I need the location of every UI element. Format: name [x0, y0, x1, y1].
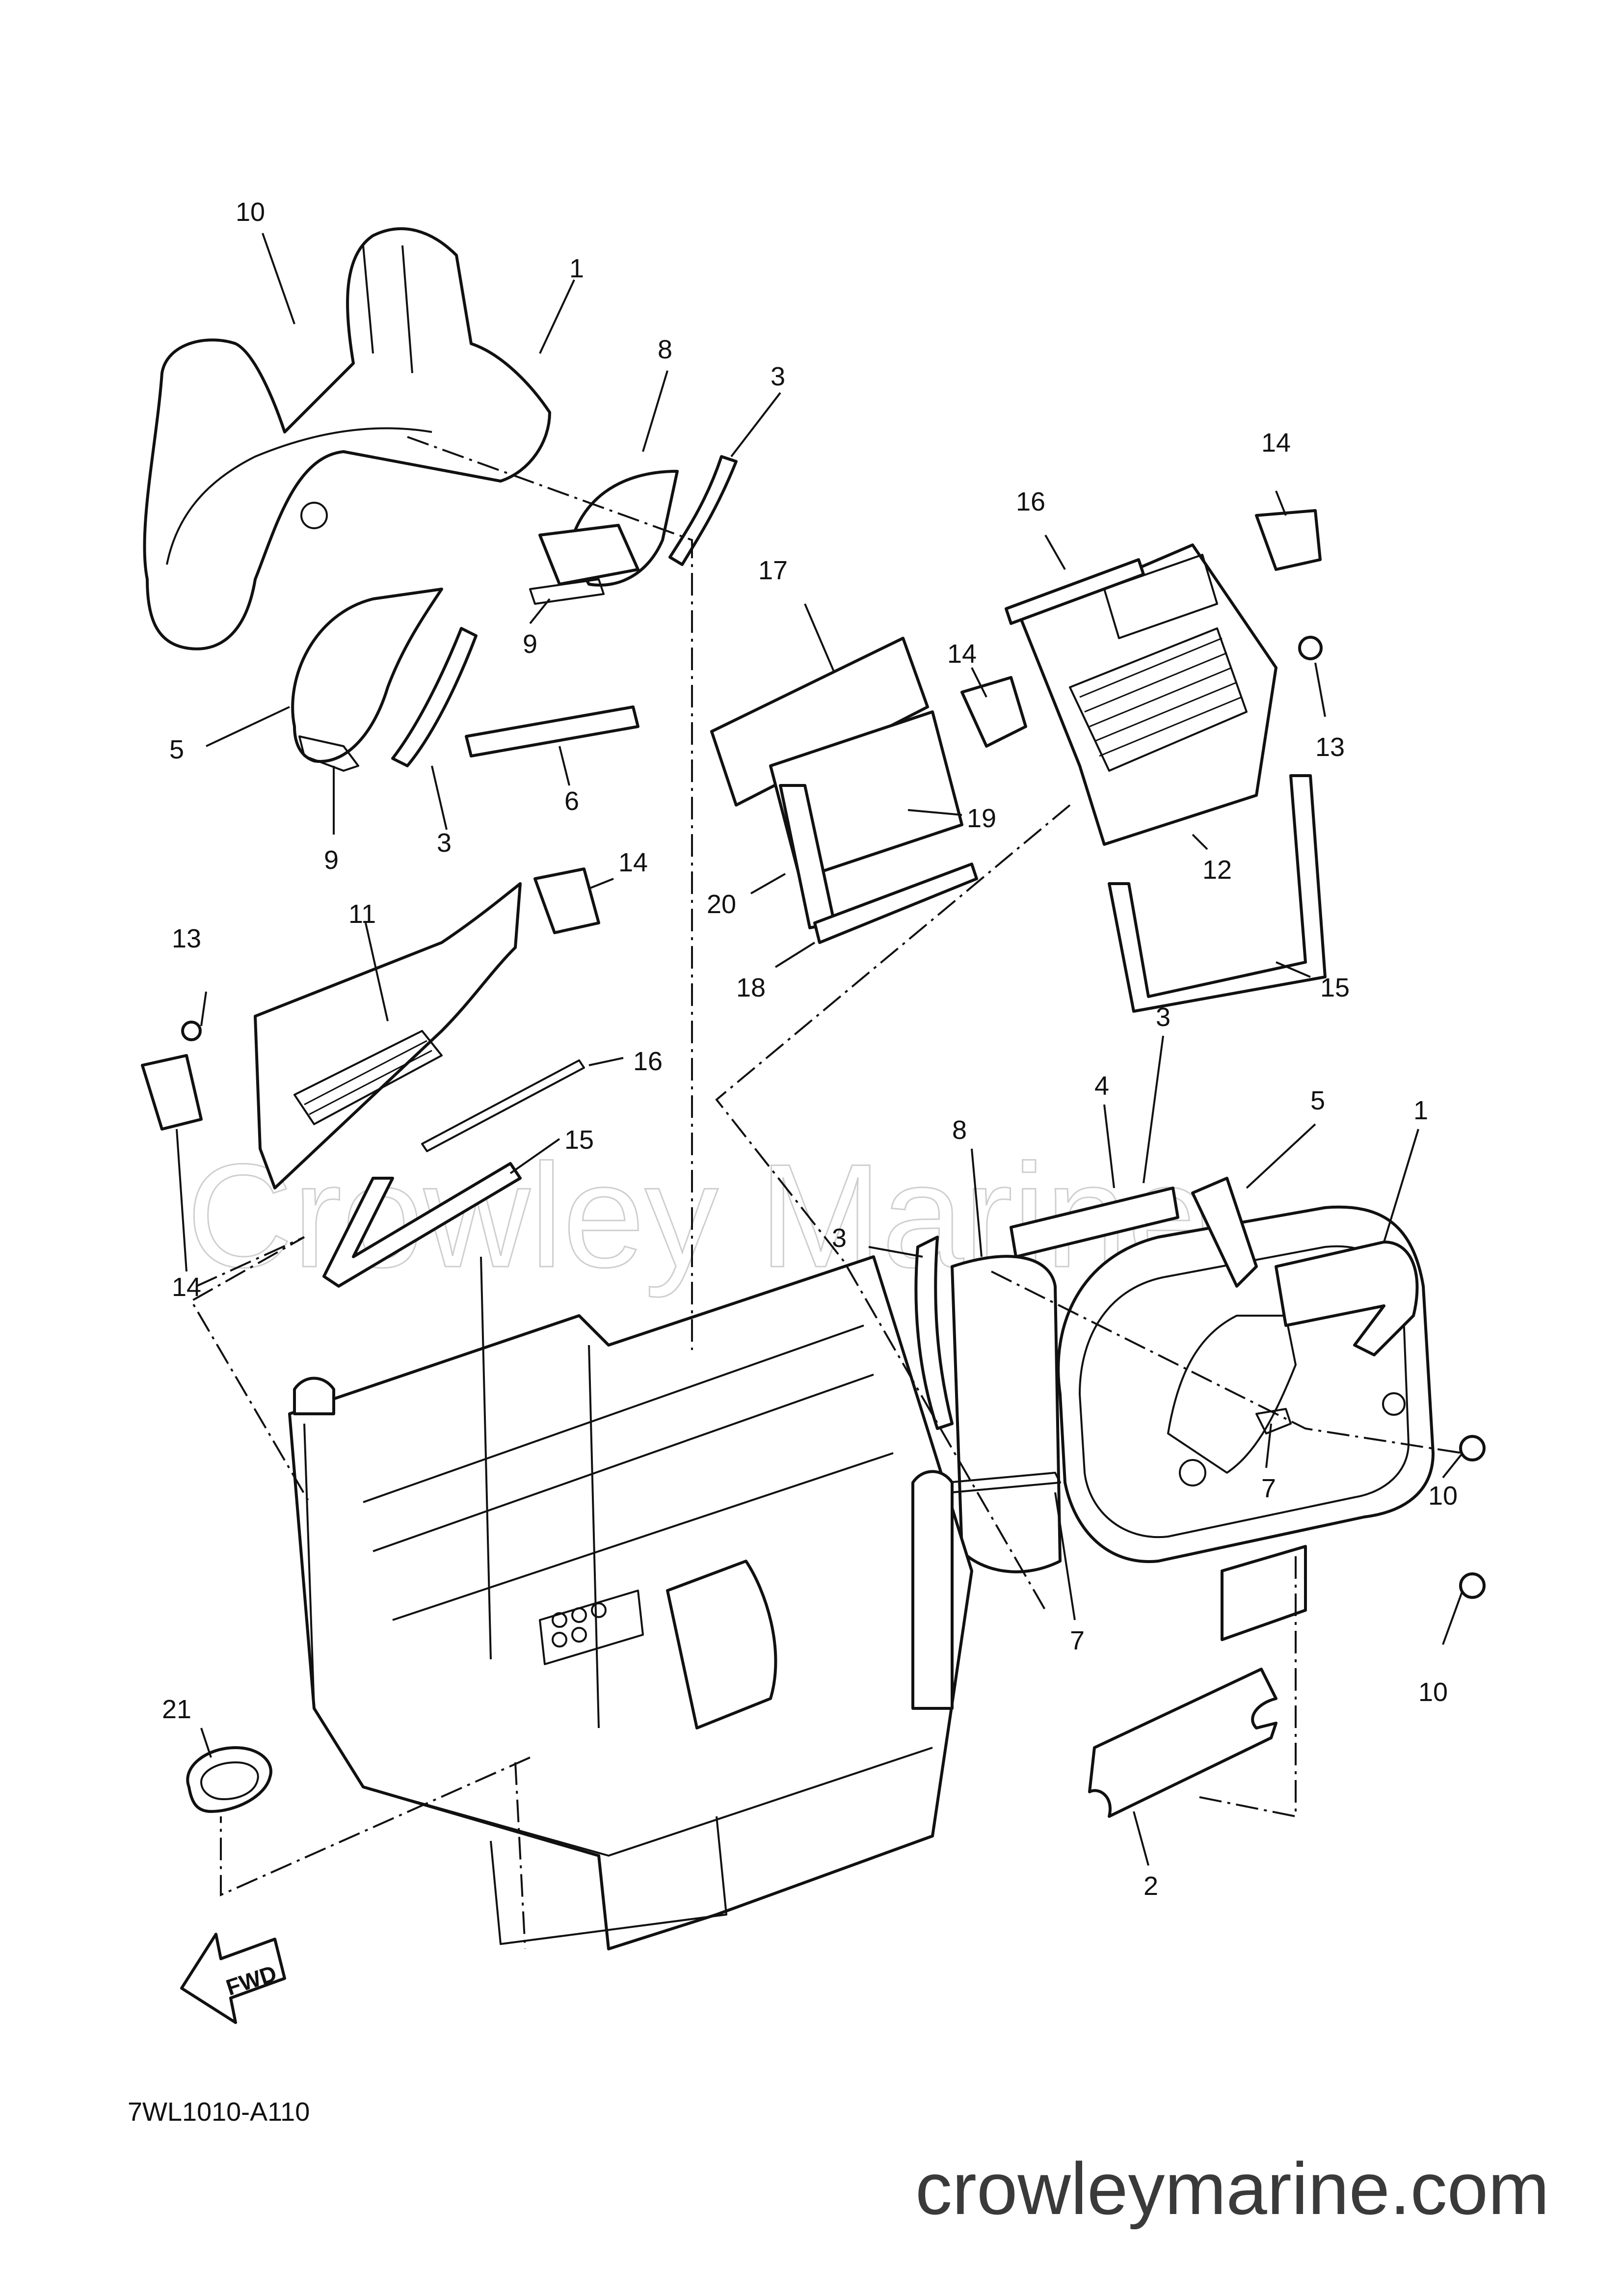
cover-19 — [769, 710, 963, 880]
callout-label: 10 — [236, 197, 265, 227]
handle-bar-1-rear — [1275, 1241, 1419, 1356]
website-label: crowleymarine.com — [915, 2147, 1549, 2230]
callout-label: 7 — [1070, 1626, 1085, 1655]
cushion-14-lower — [141, 1054, 203, 1131]
panel-11 — [254, 882, 522, 1189]
seal-3-rear-left — [914, 1236, 954, 1430]
callout-label: 5 — [1310, 1086, 1325, 1115]
callout-label: 9 — [324, 845, 339, 875]
callout-label: 6 — [564, 786, 579, 816]
callout-label: 10 — [1418, 1677, 1448, 1707]
seal-15-left — [322, 1162, 522, 1288]
seal-15-right — [1108, 774, 1327, 1013]
callout-label: 1 — [1413, 1096, 1428, 1125]
callout-label: 11 — [348, 899, 376, 929]
bracket-2 — [1088, 1668, 1277, 1818]
cushion-14-right — [960, 676, 1027, 748]
callout-label: 4 — [1094, 1071, 1109, 1101]
callout-label: 8 — [952, 1115, 967, 1145]
assembly-lines — [190, 436, 1463, 1949]
callout-label: 9 — [523, 629, 537, 659]
bolt-13-left — [181, 1021, 202, 1041]
seal-16-left — [421, 1059, 585, 1152]
cushion-14-upper — [533, 867, 600, 934]
callout-label: 12 — [1202, 855, 1232, 885]
callout-label: 14 — [618, 848, 648, 877]
side-cover-5 — [291, 588, 443, 772]
bolt-13-right — [1298, 636, 1323, 660]
handle-cover-1 — [143, 227, 551, 650]
callout-label: 3 — [832, 1223, 847, 1253]
callout-label: 8 — [658, 335, 672, 364]
strip-18 — [813, 863, 978, 944]
grommet-21 — [186, 1746, 272, 1813]
seal-16-right — [1005, 558, 1145, 625]
callout-label: 14 — [1261, 428, 1291, 458]
callout-label: 13 — [172, 924, 201, 953]
leader-lines — [176, 233, 1463, 1866]
callout-label: 17 — [758, 556, 788, 585]
bolt-10-upper — [1459, 1435, 1486, 1461]
frame-assembly — [288, 1255, 973, 1950]
callout-label: 3 — [437, 828, 452, 858]
spacer-4 — [1010, 1187, 1179, 1258]
callout-label: 15 — [1320, 973, 1350, 1002]
callout-label: 2 — [1144, 1871, 1158, 1901]
callout-label: 3 — [771, 362, 785, 391]
side-cover-8-rear — [951, 1255, 1062, 1573]
callout-label: 1 — [569, 254, 584, 283]
callout-label: 13 — [1315, 732, 1345, 762]
callout-label: 14 — [947, 639, 977, 669]
fwd-arrow-icon: FWD — [180, 1933, 286, 2024]
clip-7 — [1255, 1408, 1292, 1434]
callout-label: 14 — [172, 1272, 201, 1302]
callout-label: 20 — [707, 890, 736, 919]
callout-label: 19 — [967, 804, 996, 833]
callout-label: 21 — [162, 1695, 191, 1724]
bolt-10-lower — [1459, 1572, 1486, 1599]
callouts: 10 1 8 3 9 5 9 3 6 17 14 16 14 13 19 12 … — [162, 197, 1458, 1901]
spacer-6 — [465, 705, 639, 757]
plate-rear — [1221, 1545, 1307, 1641]
callout-label: 16 — [633, 1047, 663, 1076]
callout-label: 18 — [736, 973, 766, 1002]
side-cover-5-rear — [1191, 1177, 1258, 1288]
callout-label: 16 — [1016, 487, 1045, 516]
side-cover-8 — [529, 470, 679, 605]
seal-3-top — [668, 455, 738, 566]
callout-label: 5 — [169, 735, 184, 764]
callout-label: 15 — [564, 1125, 594, 1155]
callout-label: 10 — [1428, 1481, 1458, 1511]
seal-3-left — [391, 627, 478, 767]
cover-17 — [710, 637, 929, 807]
callout-label: 3 — [1156, 1002, 1171, 1032]
grille-panel-12 — [1019, 509, 1322, 846]
callout-label: 7 — [1261, 1474, 1276, 1503]
drawing-code: 7WL1010-A110 — [128, 2097, 310, 2127]
